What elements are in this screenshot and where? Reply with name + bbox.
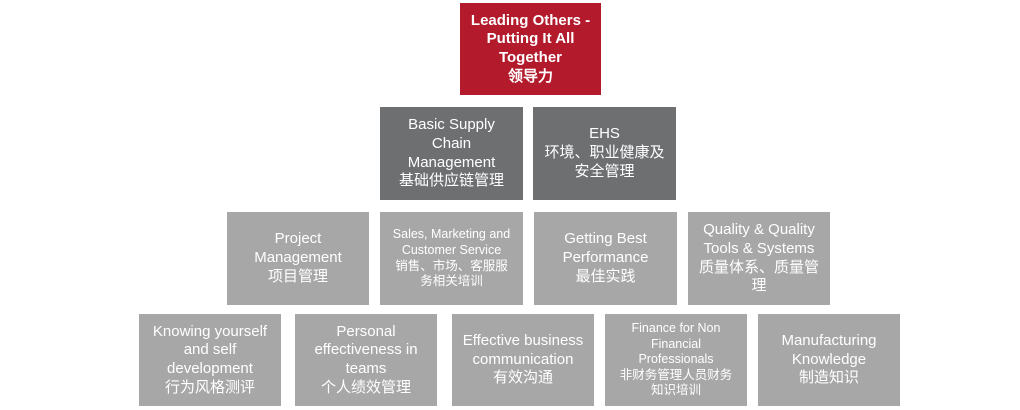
manufacturing-knowledge-label: ManufacturingKnowledge制造知识	[781, 331, 877, 387]
quality-tools-label: Quality & QualityTools & Systems质量体系、质量管…	[698, 221, 819, 295]
effective-business-communication-box: Effective businesscommunication有效沟通	[452, 314, 594, 406]
ehs-label: EHS环境、职业健康及安全管理	[544, 125, 665, 180]
basic-supply-chain-box: Basic SupplyChainManagement基础供应链管理	[380, 107, 523, 200]
effective-business-communication-label: Effective businesscommunication有效沟通	[462, 331, 584, 387]
ehs-box: EHS环境、职业健康及安全管理	[533, 107, 676, 200]
finance-non-financial-box: Finance for NonFinancialProfessionals非财务…	[605, 314, 747, 406]
knowing-yourself-label: Knowing yourselfand selfdevelopment行为风格测…	[152, 322, 268, 396]
basic-supply-chain-label: Basic SupplyChainManagement基础供应链管理	[398, 116, 504, 190]
quality-tools-box: Quality & QualityTools & Systems质量体系、质量管…	[688, 212, 830, 305]
getting-best-performance-box: Getting BestPerformance最佳实践	[534, 212, 677, 305]
leading-others-label: Leading Others -Putting It AllTogether领导…	[470, 11, 591, 85]
knowing-yourself-box: Knowing yourselfand selfdevelopment行为风格测…	[139, 314, 281, 406]
leading-others-box: Leading Others -Putting It AllTogether领导…	[460, 3, 601, 95]
sales-marketing-box: Sales, Marketing andCustomer Service销售、市…	[380, 212, 523, 305]
project-management-label: ProjectManagement项目管理	[254, 230, 342, 285]
manufacturing-knowledge-box: ManufacturingKnowledge制造知识	[758, 314, 900, 406]
personal-effectiveness-label: Personaleffectiveness inteams个人绩效管理	[314, 322, 418, 396]
personal-effectiveness-box: Personaleffectiveness inteams个人绩效管理	[295, 314, 437, 406]
finance-non-financial-label: Finance for NonFinancialProfessionals非财务…	[619, 320, 733, 398]
sales-marketing-label: Sales, Marketing andCustomer Service销售、市…	[392, 227, 511, 289]
project-management-box: ProjectManagement项目管理	[227, 212, 369, 305]
getting-best-performance-label: Getting BestPerformance最佳实践	[562, 230, 649, 285]
